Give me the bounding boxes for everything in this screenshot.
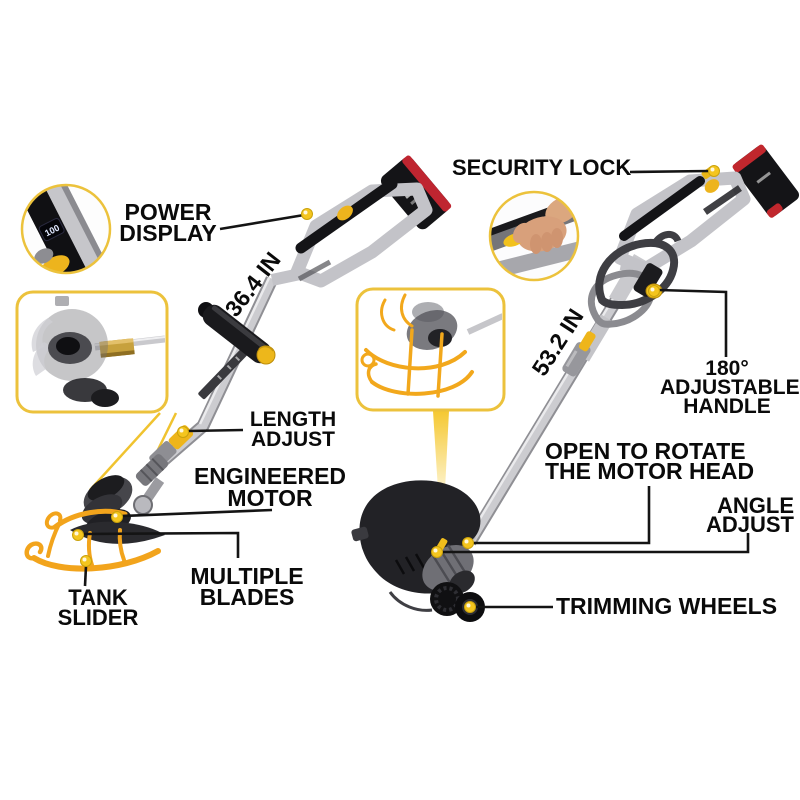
callout-line: OPEN TO ROTATE [545, 438, 746, 464]
marker-security-lock [708, 165, 720, 177]
callout-power-display: POWER DISPLAY [108, 199, 228, 246]
right-motor-head [351, 480, 481, 612]
marker-adjustable-handle [648, 285, 660, 297]
callout-line: MOTOR [227, 485, 313, 511]
right-trimmer [351, 144, 800, 622]
callout-line: HANDLE [683, 395, 771, 418]
callout-line: SLIDER [57, 605, 139, 630]
callout-lines [81, 169, 750, 609]
callout-line: ANGLE [717, 493, 794, 518]
callout-line: SECURITY LOCK [452, 155, 632, 180]
callout-markers [72, 165, 720, 613]
callout-security-lock: SECURITY LOCK [452, 157, 652, 179]
callout-line: ADJUSTABLE [660, 376, 800, 399]
callout-line: LENGTH [249, 408, 337, 431]
callout-line: ADJUST [250, 428, 335, 451]
inset-blade-head-closeup [15, 290, 169, 414]
marker-length-adjust [177, 426, 189, 438]
callout-line: DISPLAY [119, 220, 217, 246]
callout-engineered-motor: ENGINEERED MOTOR [188, 463, 352, 511]
inset-rotating-head-closeup [355, 287, 506, 412]
right-trigger [704, 179, 720, 193]
callout-line: TANK [68, 585, 128, 610]
callout-line: ENGINEERED [193, 463, 347, 489]
marker-engineered-motor [111, 511, 123, 523]
callout-open-rotate: OPEN TO ROTATE THE MOTOR HEAD [545, 438, 775, 484]
callout-line: POWER [124, 199, 212, 225]
right-handle [613, 167, 751, 276]
callout-length-adjust: LENGTH ADJUST [241, 408, 345, 451]
callout-line: 180° [705, 357, 749, 380]
callout-line: ADJUST [705, 512, 794, 537]
callout-line: BLADES [199, 584, 295, 610]
trimming-wheels [430, 582, 485, 622]
callout-line: THE MOTOR HEAD [545, 458, 755, 484]
right-angle-collar [562, 331, 596, 377]
marker-open-rotate [462, 537, 474, 549]
marker-power-display [301, 208, 313, 220]
left-trimmer [24, 155, 452, 572]
inset-power-display-closeup: 100 [20, 183, 112, 275]
left-handle [270, 178, 433, 288]
callout-line: MULTIPLE [190, 563, 304, 589]
callout-adjustable-handle: 180° ADJUSTABLE HANDLE [660, 357, 800, 418]
left-bar-handle [198, 302, 276, 365]
marker-multiple-blades [72, 529, 84, 541]
callout-trimming-wheels: TRIMMING WHEELS [556, 593, 796, 619]
callout-angle-adjust: ANGLE ADJUST [692, 493, 794, 537]
callout-line: TRIMMING WHEELS [556, 593, 778, 619]
right-battery-pack [732, 144, 800, 218]
callout-multiple-blades: MULTIPLE BLADES [186, 563, 308, 610]
left-trigger [337, 205, 353, 221]
marker-angle-adjust [431, 546, 443, 558]
marker-tank-slider [80, 555, 92, 567]
callout-tank-slider: TANK SLIDER [46, 585, 150, 630]
marker-trimming-wheels [464, 601, 476, 613]
inset-hand-grip-closeup [488, 190, 580, 282]
